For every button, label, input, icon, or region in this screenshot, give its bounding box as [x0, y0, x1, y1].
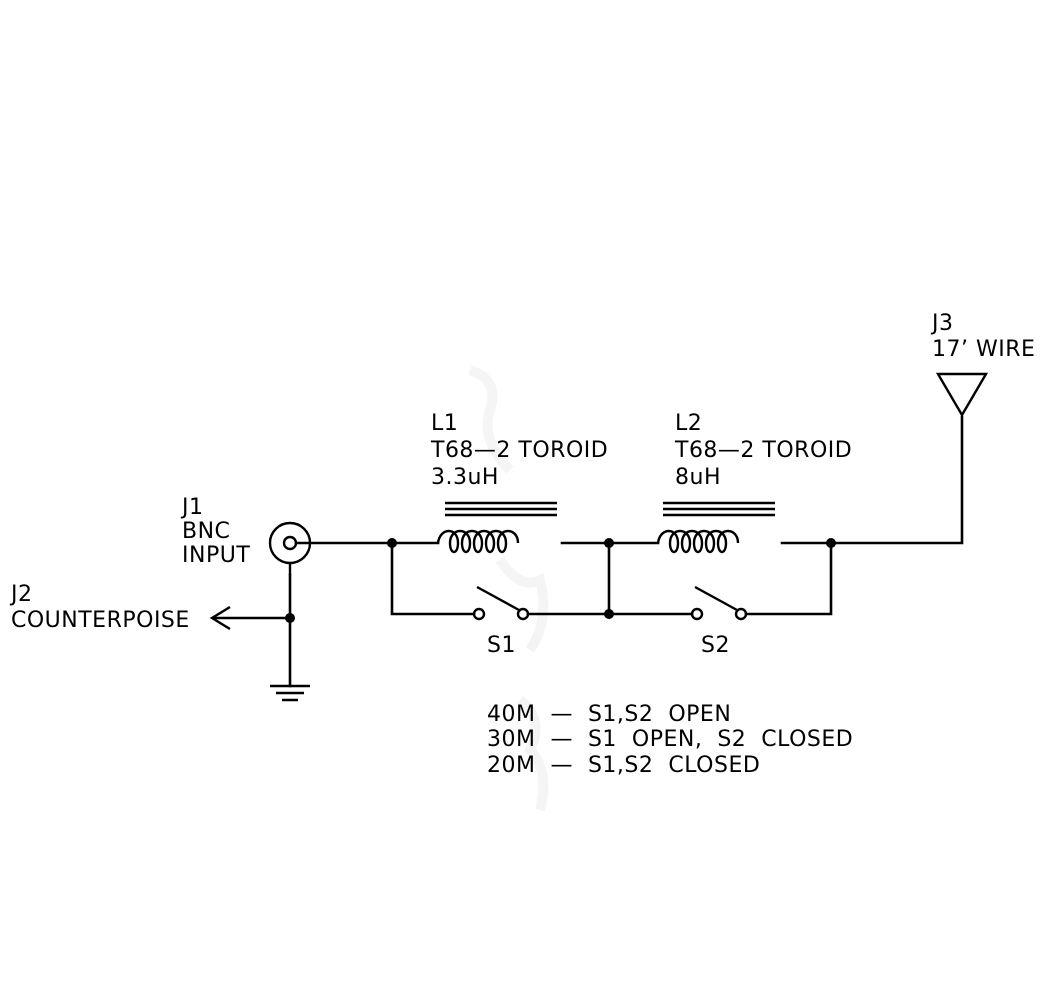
j1-desc-label: INPUT	[182, 543, 250, 568]
band-note-30m: 30M — S1 OPEN, S2 CLOSED	[487, 727, 853, 752]
l2-inductor	[656, 501, 775, 554]
counterpoise-arrow-icon	[209, 605, 231, 631]
band-note-20m: 20M — S1,S2 CLOSED	[487, 753, 760, 778]
j1-bnc-connector	[268, 521, 312, 575]
l1-ref-label: L1	[431, 411, 458, 436]
j1-type-label: BNC	[182, 519, 230, 544]
s1-label: S1	[487, 633, 516, 658]
s2-label: S2	[701, 633, 730, 658]
band-note-40m: 40M — S1,S2 OPEN	[487, 702, 731, 727]
watermark	[468, 365, 549, 812]
junction-dot	[604, 538, 614, 548]
l1-inductor	[436, 501, 557, 554]
s1-bypass-left	[390, 541, 476, 616]
j1-ref-label: J1	[180, 495, 204, 520]
j2-ref-label: J2	[9, 582, 33, 607]
s1-switch	[472, 585, 530, 621]
l2-value-label: 8uH	[675, 465, 721, 490]
s2-switch	[690, 585, 748, 621]
junction-dot	[826, 538, 836, 548]
junction-dot	[604, 609, 614, 619]
j3-antenna-icon	[935, 372, 989, 418]
s2-bypass-right	[744, 541, 833, 616]
l1-core-label: T68—2 TOROID	[430, 438, 608, 463]
ground-icon	[270, 684, 310, 702]
junction-dot	[387, 538, 397, 548]
j3-ref-label: J3	[930, 311, 954, 336]
j3-desc-label: 17’ WIRE	[932, 337, 1035, 362]
l1-value-label: 3.3uH	[431, 465, 499, 490]
j2-desc-label: COUNTERPOISE	[11, 608, 190, 633]
l2-ref-label: L2	[675, 411, 702, 436]
main-signal-line-3	[780, 415, 964, 545]
l2-core-label: T68—2 TOROID	[674, 438, 852, 463]
